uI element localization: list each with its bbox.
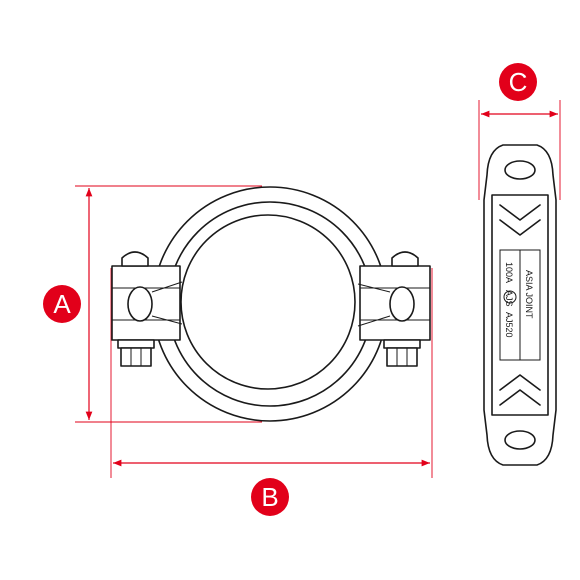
pipe-opening xyxy=(180,214,356,390)
left-bolt-eye xyxy=(127,286,153,322)
left-bolt-lug xyxy=(111,251,183,367)
coupling-side-view: 100A AJS AJ520 ASIA JOINT xyxy=(483,144,557,466)
badge-b xyxy=(251,478,289,516)
badge-b-label: B xyxy=(261,482,278,512)
right-washer xyxy=(383,339,421,349)
badge-c-label: C xyxy=(509,67,528,97)
right-bolt-lug xyxy=(357,251,431,367)
dimension-c: C xyxy=(478,63,561,200)
right-nut xyxy=(386,347,418,367)
side-bottom-bolt-hole xyxy=(504,430,536,450)
dimension-b: B xyxy=(110,268,433,516)
left-washer xyxy=(117,339,155,349)
badge-c xyxy=(499,63,537,101)
side-logo-mark xyxy=(503,290,517,304)
side-chevron-top xyxy=(499,204,541,221)
side-stamp-brand: ASIA JOINT xyxy=(524,270,534,319)
right-bolt-head xyxy=(391,251,419,267)
left-bolt-head xyxy=(121,251,149,267)
side-body-panel xyxy=(491,194,549,416)
side-stamp-size: 100A xyxy=(504,262,514,283)
side-top-bolt-hole xyxy=(504,160,536,180)
side-stamp-logo: AJS xyxy=(504,290,514,307)
coupling-front-view xyxy=(111,186,431,422)
side-stamp-model: AJ520 xyxy=(504,312,514,338)
badge-a-label: A xyxy=(53,289,71,319)
right-bolt-eye xyxy=(389,286,415,322)
side-chevron-bottom xyxy=(499,389,541,406)
dimension-a: A xyxy=(43,185,262,423)
badge-a xyxy=(43,285,81,323)
left-nut xyxy=(120,347,152,367)
